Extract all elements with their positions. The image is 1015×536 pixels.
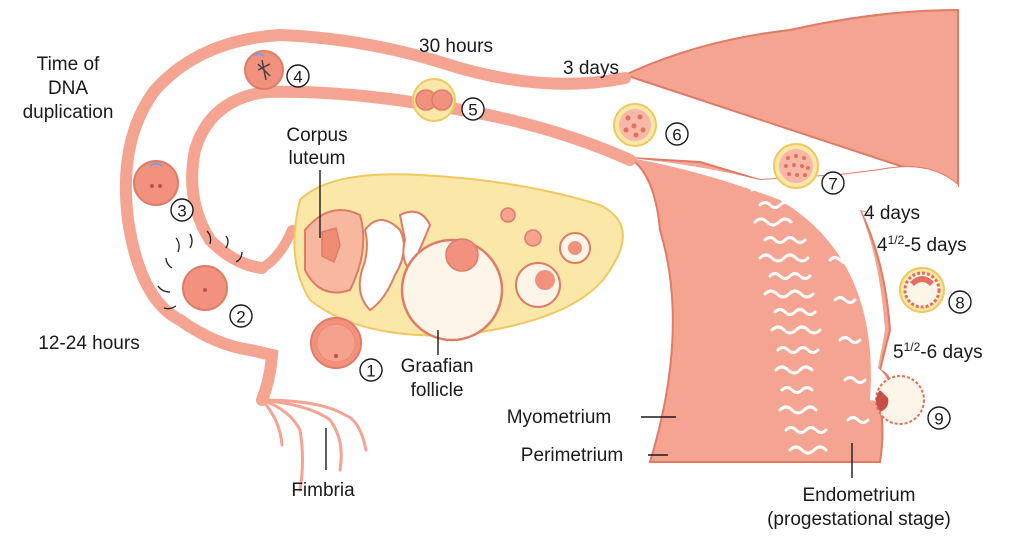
follicle-small-1 (501, 208, 515, 222)
stage-label-4: 4 (293, 68, 302, 87)
stage-label-5: 5 (468, 101, 477, 120)
stage-4-dna-duplication (245, 51, 283, 89)
label-corpus-line1: Corpus (286, 125, 347, 146)
label-fimbria: Fimbria (291, 480, 355, 501)
label-30-hours: 30 hours (419, 36, 493, 57)
label-graafian-line2: follicle (411, 380, 464, 401)
ovary (294, 174, 622, 340)
stage-label-2: 2 (236, 308, 245, 327)
stage-2-fertilization (158, 231, 242, 310)
label-4-5-days-pre: 4 (877, 235, 888, 256)
label-12-24-hours: 12-24 hours (38, 333, 139, 354)
label-5-6-days-post: -6 days (920, 342, 982, 363)
stage-label-3: 3 (177, 202, 186, 221)
stage-9-implantation (876, 376, 924, 424)
label-myometrium: Myometrium (507, 407, 612, 428)
label-4-days: 4 days (864, 203, 920, 224)
label-perimetrium: Perimetrium (521, 445, 623, 466)
stage-7-late-morula (774, 144, 818, 188)
label-4-5-days-post: -5 days (904, 235, 966, 256)
label-endometrium-line1: Endometrium (803, 485, 916, 506)
label-time-of-line2: DNA (48, 78, 88, 99)
follicle-small-2 (525, 230, 541, 246)
label-corpus-line2: luteum (288, 148, 345, 169)
label-endometrium-line2: (progestational stage) (767, 509, 951, 530)
label-4-5-days-sup: 1/2 (888, 233, 905, 247)
follicle-large-oocyte (535, 270, 555, 290)
follicle-medium-oocyte (568, 241, 582, 255)
stage-label-8: 8 (955, 294, 964, 313)
fimbria (262, 400, 366, 490)
label-4-5-days: 41/2-5 days (877, 233, 967, 256)
label-3-days: 3 days (563, 58, 619, 79)
stage-label-9: 9 (934, 410, 943, 429)
stage-label-1: 1 (366, 362, 375, 381)
stage-label-6: 6 (672, 126, 681, 145)
stage-6-morula (614, 104, 656, 146)
stage-3-zygote (134, 161, 178, 205)
label-graafian-line1: Graafian (401, 356, 474, 377)
stage-label-7: 7 (828, 175, 837, 194)
label-time-of-line3: duplication (23, 102, 114, 123)
graafian-oocyte (446, 239, 478, 271)
label-time-of-line1: Time of (37, 54, 100, 75)
stage-8-blastocyst (900, 268, 944, 312)
label-5-6-days-pre: 5 (893, 342, 904, 363)
tube-lower-wall-edge (262, 230, 292, 268)
stage-5-two-cell (413, 79, 455, 121)
stage-1-oocyte (311, 318, 361, 368)
label-5-6-days: 51/2-6 days (893, 340, 983, 363)
label-5-6-days-sup: 1/2 (904, 340, 921, 354)
